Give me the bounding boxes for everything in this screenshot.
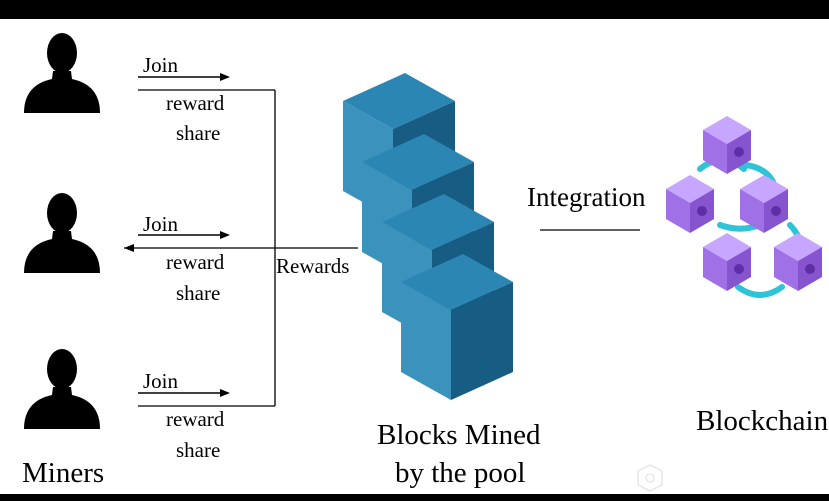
rewards-label: Rewards bbox=[276, 254, 349, 278]
share-label: share bbox=[176, 121, 220, 145]
integration-label: Integration bbox=[527, 182, 646, 212]
connector-lines bbox=[124, 89, 640, 407]
person-silhouette-icon bbox=[24, 349, 100, 429]
share-label: share bbox=[176, 438, 220, 462]
pool-label-line1: Blocks Mined bbox=[377, 419, 541, 451]
share-label: share bbox=[176, 281, 220, 305]
watermark-logo-icon bbox=[637, 464, 663, 492]
join-label: Join bbox=[143, 369, 179, 393]
pool-label-line2: by the pool bbox=[395, 457, 526, 489]
person-silhouette-icon bbox=[24, 193, 100, 273]
diagram-canvas: Miners Join reward share Join reward sha… bbox=[0, 19, 829, 494]
reward-label: reward bbox=[166, 407, 225, 431]
miners-label: Miners bbox=[22, 457, 104, 489]
purple-cube-icon bbox=[774, 233, 822, 291]
purple-cube-icon bbox=[740, 175, 788, 233]
join-arrows bbox=[124, 73, 230, 397]
reward-label: reward bbox=[166, 91, 225, 115]
watermark: @ Mr_Towers bbox=[670, 470, 794, 492]
join-label: Join bbox=[143, 212, 179, 236]
blockchain-label: Blockchain bbox=[696, 405, 829, 437]
purple-cube-icon bbox=[666, 175, 714, 233]
reward-label: reward bbox=[166, 250, 225, 274]
person-silhouette-icon bbox=[24, 33, 100, 113]
blue-cube-icon bbox=[401, 254, 513, 400]
purple-cube-icon bbox=[703, 233, 751, 291]
join-label: Join bbox=[143, 53, 179, 77]
diagram-svg: Miners Join reward share Join reward sha… bbox=[22, 33, 829, 492]
